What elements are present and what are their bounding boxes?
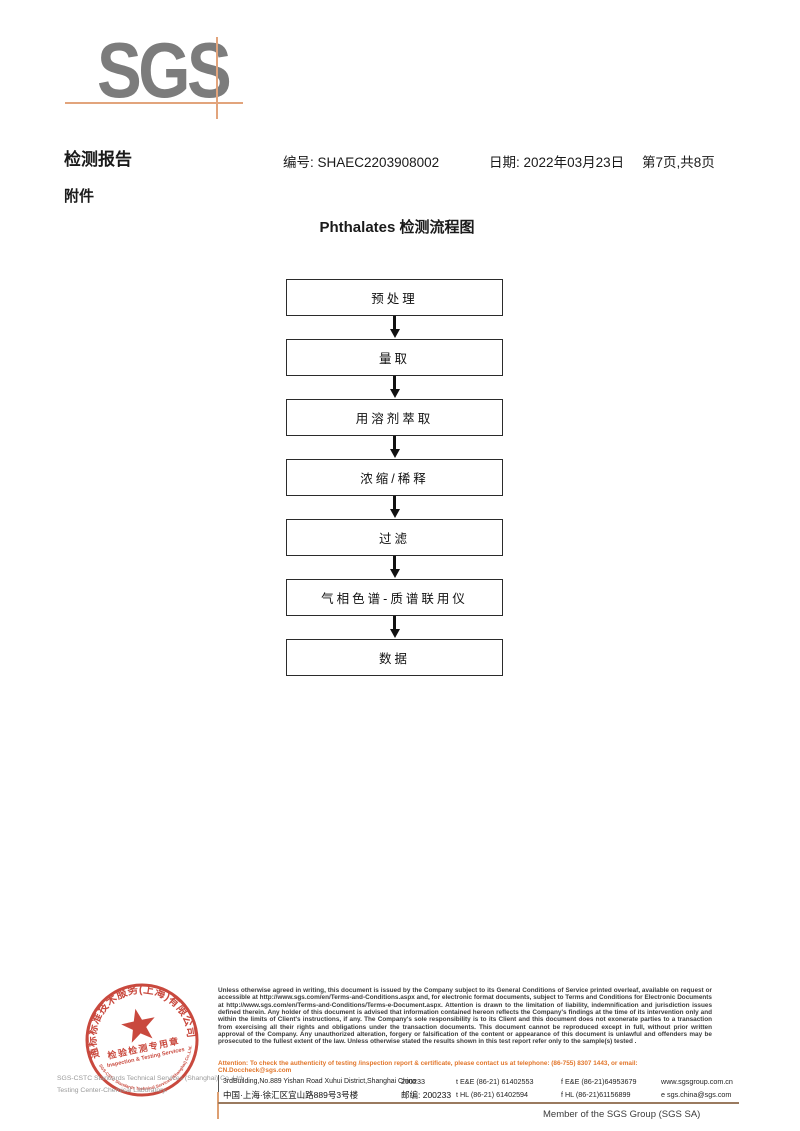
email-address: e sgs.china@sgs.com [661,1090,732,1099]
flow-step-label: 气相色谱-质谱联用仪 [321,592,468,606]
report-number-label: 编号: [283,155,314,170]
legal-text: Unless otherwise agreed in writing, this… [218,987,712,1046]
page-indicator: 第7页,共8页 [642,155,715,170]
logo-crosshair-horizontal-line [65,102,243,104]
orange-margin-tick [217,1092,219,1119]
flow-step-filter: 过滤 [286,519,503,556]
star-icon [121,1008,155,1043]
sgs-member-text: Member of the SGS Group (SGS SA) [543,1109,701,1120]
flowchart: 预处理 量取 用溶剂萃取 浓缩/稀释 过滤 气相色谱-质谱联用仪 数据 [286,279,503,676]
address-chinese: 中国·上海·徐汇区宜山路889号3号楼 [223,1089,359,1100]
company-lab-line: Testing Center-Chemical Laboratory. [57,1087,168,1094]
stamp-ring [85,983,199,1097]
arrow-down-icon [286,556,503,579]
postcode-chinese: 邮编: 200233 [401,1089,452,1100]
arrow-down-icon [286,316,503,339]
flow-step-data: 数据 [286,639,503,676]
flow-step-pretreatment: 预处理 [286,279,503,316]
report-number-value: SHAEC2203908002 [317,155,440,170]
report-number: 编号: SHAEC2203908002 [283,151,439,171]
flow-step-gcms: 气相色谱-质谱联用仪 [286,579,503,616]
flow-step-label: 预处理 [371,292,418,306]
address-english: 3rdBuilding,No.889 Yishan Road Xuhui Dis… [223,1078,417,1085]
flow-step-label: 数据 [378,652,410,666]
website-url: www.sgsgroup.com.cn [661,1077,733,1086]
address-block: 3rdBuilding,No.889 Yishan Road Xuhui Dis… [218,1075,740,1101]
arrow-down-icon [286,496,503,519]
arrow-down-icon [286,376,503,399]
fax-ee: f E&E (86-21)64953679 [561,1077,637,1086]
phone-hl: t HL (86-21) 61402594 [456,1090,529,1099]
company-name-line: SGS-CSTC Standards Technical Services (S… [57,1075,244,1082]
attachment-label: 附件 [64,188,95,205]
sgs-logo: SGS [97,26,232,114]
phone-ee: t E&E (86-21) 61402553 [456,1077,534,1086]
fax-hl: f HL (86-21)61156899 [561,1090,631,1099]
report-date-value: 2022年03月23日 [523,155,625,170]
arrow-down-icon [286,436,503,459]
report-date: 日期: 2022年03月23日 [489,151,624,171]
flow-step-solvent-extraction: 用溶剂萃取 [286,399,503,436]
footer-divider-line [218,1102,739,1104]
flow-step-label: 浓缩/稀释 [360,472,429,486]
flow-step-concentrate-dilute: 浓缩/稀释 [286,459,503,496]
attention-notice: Attention: To check the authenticity of … [218,1060,638,1075]
arrow-down-icon [286,616,503,639]
report-title: 检测报告 [64,150,132,169]
flow-step-label: 量取 [378,352,410,366]
report-date-label: 日期: [489,155,520,170]
flow-step-measure: 量取 [286,339,503,376]
flow-step-label: 过滤 [378,532,410,546]
flow-step-label: 用溶剂萃取 [355,412,434,426]
inspection-stamp-seal: 通标标准技术服务(上海)有限公司 SGS-CSTC Standards Tech… [80,980,200,1100]
flowchart-title: Phthalates 检测流程图 [319,219,475,236]
logo-crosshair-vertical-line [216,37,218,119]
postcode-english: 200233 [401,1077,425,1086]
